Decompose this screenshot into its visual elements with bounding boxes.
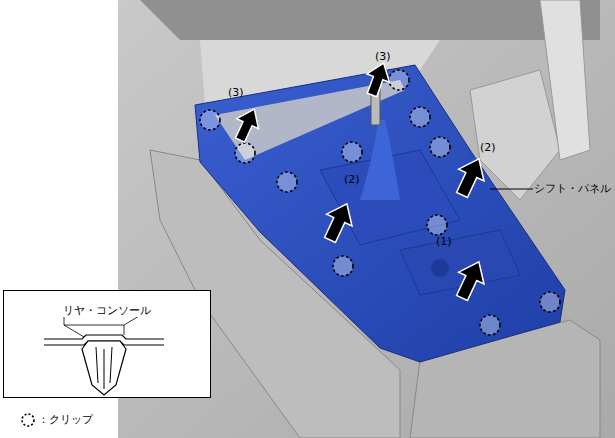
clip-marks (200, 70, 560, 335)
callout-number: (3) (228, 86, 244, 99)
legend-clip-mark (22, 414, 34, 426)
knob (431, 259, 449, 277)
pedal (540, 0, 590, 160)
shift-panel (195, 65, 565, 362)
callout-number: (2) (344, 173, 360, 186)
part-name: リヤ・コンソール (61, 304, 153, 317)
callout-number: (3) (375, 50, 391, 63)
legend-text: ：クリップ (38, 413, 93, 426)
removal-arrows (229, 59, 491, 304)
callout-number: (1) (436, 235, 452, 248)
switch-area (400, 230, 520, 295)
leader-line (490, 189, 533, 190)
inset-box: リヤ・コンソール (3, 290, 211, 398)
shift-boot (360, 120, 400, 200)
callout-number: (2) (480, 141, 496, 154)
part-name: シフト・パネル (534, 182, 611, 195)
dashboard (140, 0, 600, 40)
